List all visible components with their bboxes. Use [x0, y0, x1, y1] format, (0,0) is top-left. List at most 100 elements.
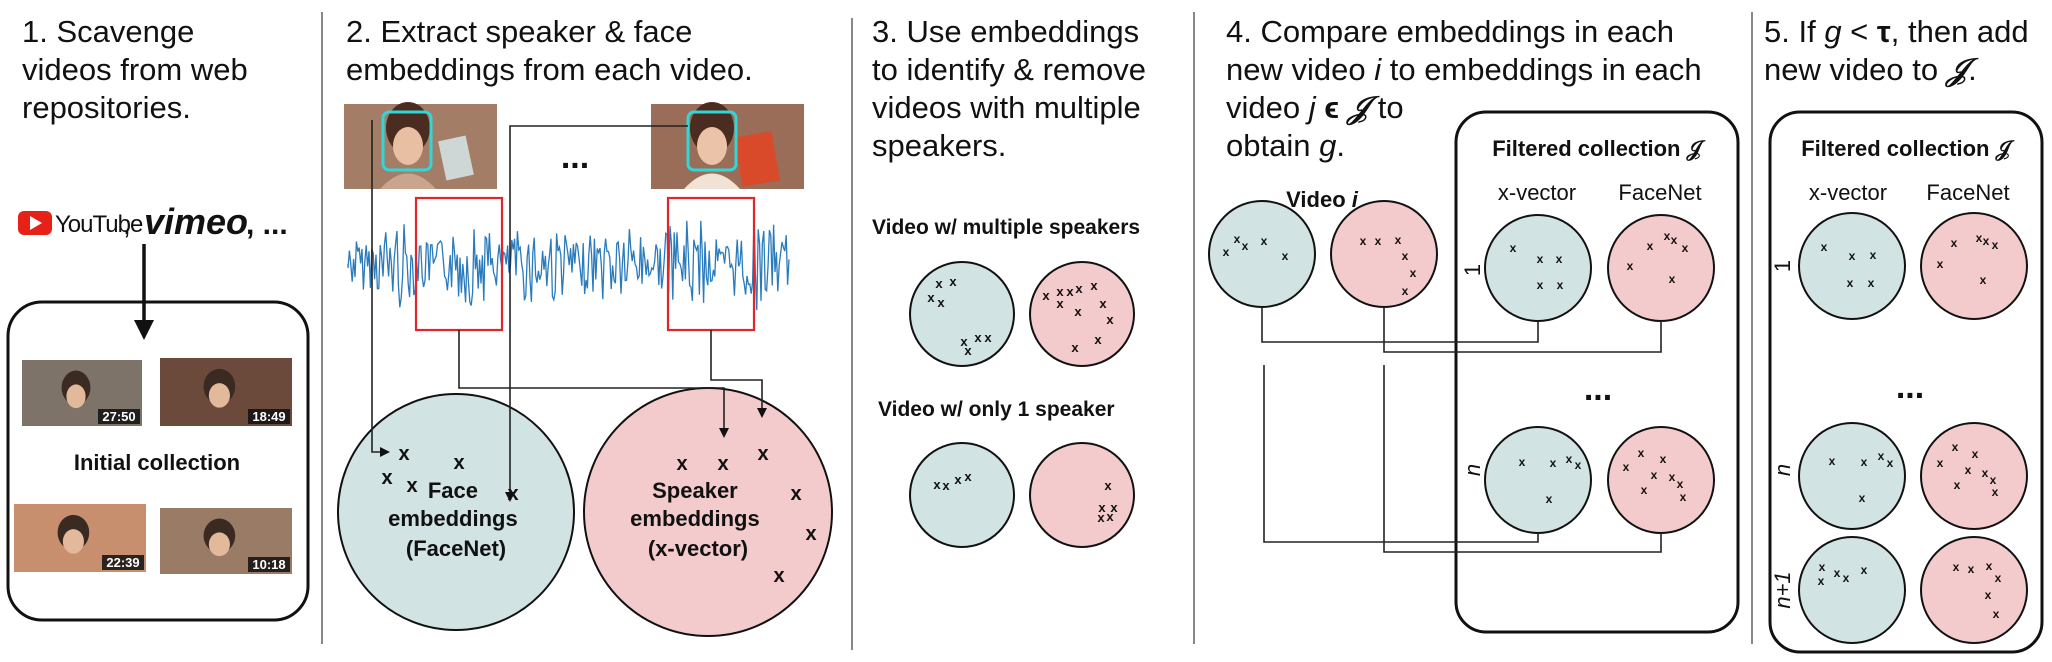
embedding-mark: x: [1868, 276, 1875, 290]
embedding-mark: x: [1859, 491, 1866, 505]
step-5-title: 5. If g < τ, then add new video to 𝒥.: [1764, 14, 2037, 88]
embedding-mark: x: [1557, 278, 1564, 292]
collection-rown-face-circle: [1484, 426, 1592, 534]
thumbnail-duration: 22:39: [106, 555, 139, 570]
embedding-mark: x: [1995, 571, 2002, 585]
row-first-label: 1: [1460, 264, 1485, 276]
embedding-mark: x: [398, 443, 409, 465]
embedding-mark: x: [507, 483, 518, 505]
thumbnail-duration: 10:18: [252, 557, 285, 572]
multi-speaker-face-circle: [909, 261, 1015, 367]
embedding-mark: x: [1098, 500, 1106, 515]
panel-compare: 4. Compare embeddings in each new video …: [1208, 14, 1740, 634]
embedding-mark: x: [960, 334, 968, 349]
row-last-label: n: [1460, 464, 1485, 476]
embedding-mark: x: [1575, 458, 1582, 472]
step-4-title: 4. Compare embeddings in each new video …: [1226, 14, 1710, 163]
embedding-mark: x: [1090, 278, 1098, 293]
thumbnail-video[interactable]: 22:39: [14, 504, 146, 572]
embedding-mark: x: [1550, 456, 1557, 470]
embedding-mark: x: [1829, 454, 1836, 468]
embedding-mark: x: [1968, 562, 1975, 576]
embedding-mark: x: [1074, 304, 1082, 319]
embedding-mark: x: [1834, 566, 1841, 580]
panel-remove-multi: 3. Use embeddings to identify & remove v…: [872, 14, 1146, 548]
embedding-mark: x: [1819, 560, 1826, 574]
embedding-mark: x: [1821, 240, 1828, 254]
embedding-mark: x: [1104, 478, 1112, 493]
embedding-mark: x: [1937, 456, 1944, 470]
embedding-mark: x: [1870, 248, 1877, 262]
embedding-mark: x: [1990, 473, 1997, 487]
embedding-mark: x: [1099, 296, 1107, 311]
embedding-mark: x: [1992, 238, 1999, 252]
speaker-arrow-last: [710, 330, 767, 418]
panel-add: 5. If g < τ, then add new video to 𝒥. Fi…: [1764, 14, 2044, 654]
embedding-mark: x: [1106, 509, 1114, 524]
video-frame-first: [344, 102, 497, 189]
compare-wire-face-row1: [1261, 307, 1539, 343]
speaker-arrow-first: [458, 330, 729, 438]
embedding-mark: x: [1097, 510, 1105, 525]
embedding-mark: x: [1887, 456, 1894, 470]
embedding-mark: x: [1402, 249, 1409, 263]
final-row-new-label: n+1: [1770, 571, 1795, 608]
filtered-collection-box-final: [1768, 110, 2044, 654]
embedding-mark: x: [1056, 296, 1064, 311]
compare-wire-face-rown: [1263, 365, 1539, 543]
embedding-mark: x: [1075, 281, 1083, 296]
final-new-voice-circle: [1920, 536, 2028, 644]
final-col-facenet-label: FaceNet: [1926, 180, 2009, 205]
final-col-xvector-label: x-vector: [1809, 180, 1887, 205]
embedding-mark: x: [1651, 468, 1658, 482]
thumbnail-video[interactable]: 18:49: [160, 358, 292, 426]
embedding-mark: x: [933, 477, 941, 492]
video-frame-last: [651, 102, 804, 189]
embedding-mark: x: [964, 469, 972, 484]
filtered-collection-box-compare: [1454, 110, 1740, 634]
embedding-mark: x: [1861, 455, 1868, 469]
embedding-mark: x: [1677, 477, 1684, 491]
embedding-mark: x: [1976, 231, 1983, 245]
embedding-mark: x: [1375, 234, 1382, 248]
thumbnail-video[interactable]: 10:18: [160, 508, 292, 574]
compare-wire-voice-rown: [1383, 365, 1662, 553]
final-ellipsis: ...: [1896, 368, 1924, 406]
embedding-mark: x: [1937, 257, 1944, 271]
single-speaker-label: Video w/ only 1 speaker: [878, 398, 1115, 421]
speech-segment-box-last: [666, 196, 756, 332]
embedding-mark: x: [1951, 236, 1958, 250]
embedding-mark: x: [1818, 574, 1825, 588]
face-embeddings-circle: [337, 393, 575, 631]
embedding-mark: x: [1954, 478, 1961, 492]
embedding-mark: x: [1066, 284, 1074, 299]
video-i-voice-circle: [1330, 200, 1438, 308]
embedding-mark: x: [773, 565, 784, 587]
svg-text:,: ,: [123, 209, 131, 240]
embedding-mark: x: [1993, 607, 2000, 621]
embedding-mark: x: [1647, 239, 1654, 253]
embedding-mark: x: [1680, 490, 1687, 504]
final-row-mid-label: n: [1770, 464, 1795, 476]
embedding-mark: x: [1627, 259, 1634, 273]
embedding-mark: x: [1106, 312, 1114, 327]
thumbnail-video[interactable]: 27:50: [22, 360, 142, 426]
embedding-mark: x: [1664, 229, 1671, 243]
embedding-mark: x: [790, 483, 801, 505]
youtube-logo-icon: YouTube: [18, 211, 144, 238]
embedding-mark: x: [1965, 463, 1972, 477]
embedding-mark: x: [1980, 273, 1987, 287]
final-rown-face-circle: [1798, 422, 1906, 530]
embedding-mark: x: [1519, 455, 1526, 469]
panel-scavenge: 1. Scavenge videos from web repositories…: [6, 14, 310, 622]
embedding-mark: x: [1395, 233, 1402, 247]
svg-text:YouTube: YouTube: [55, 211, 143, 238]
step-2-title: 2. Extract speaker & face embeddings fro…: [346, 14, 753, 87]
panel-extract: 2. Extract speaker & face embeddings fro…: [337, 14, 833, 637]
svg-text:, ...: , ...: [246, 208, 288, 241]
embedding-mark: x: [1566, 452, 1573, 466]
vimeo-logo-icon: vimeo: [144, 201, 248, 242]
embedding-mark: x: [942, 478, 950, 493]
single-speaker-voice-circle: [1029, 442, 1135, 548]
